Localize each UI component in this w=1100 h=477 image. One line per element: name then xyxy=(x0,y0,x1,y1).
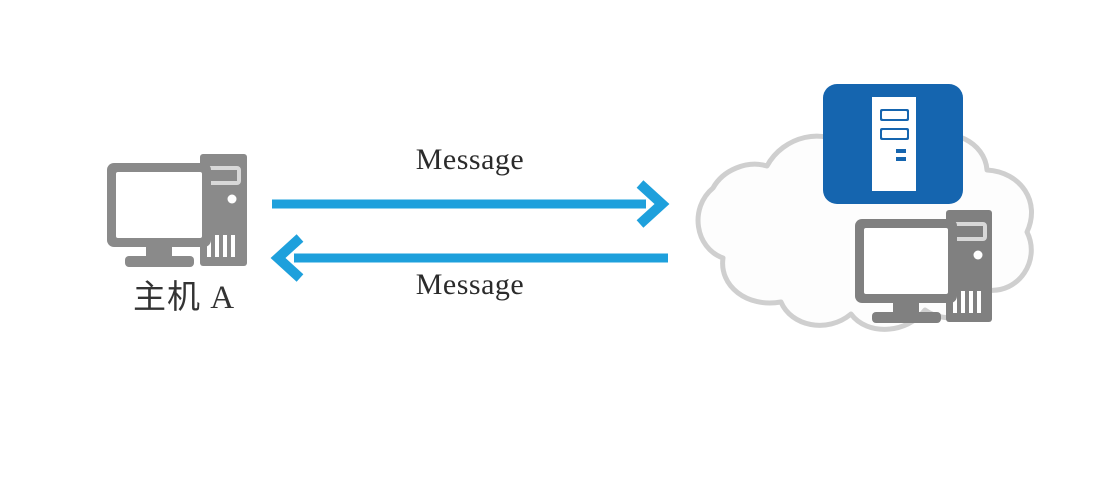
message-outbound-label: Message xyxy=(415,143,525,176)
desktop-computer-icon xyxy=(855,210,992,323)
server-node[interactable] xyxy=(822,83,964,205)
message-outbound-arrow xyxy=(270,178,670,230)
host-a-node[interactable]: 主机 A xyxy=(104,152,274,332)
desktop-computer-icon xyxy=(104,152,259,277)
message-inbound-label: Message xyxy=(415,268,525,301)
server-tower-badge-icon xyxy=(823,84,963,204)
host-a-label: 主机 A xyxy=(132,280,236,316)
message-inbound-arrow xyxy=(264,232,670,284)
host-b-node[interactable] xyxy=(852,208,1004,332)
